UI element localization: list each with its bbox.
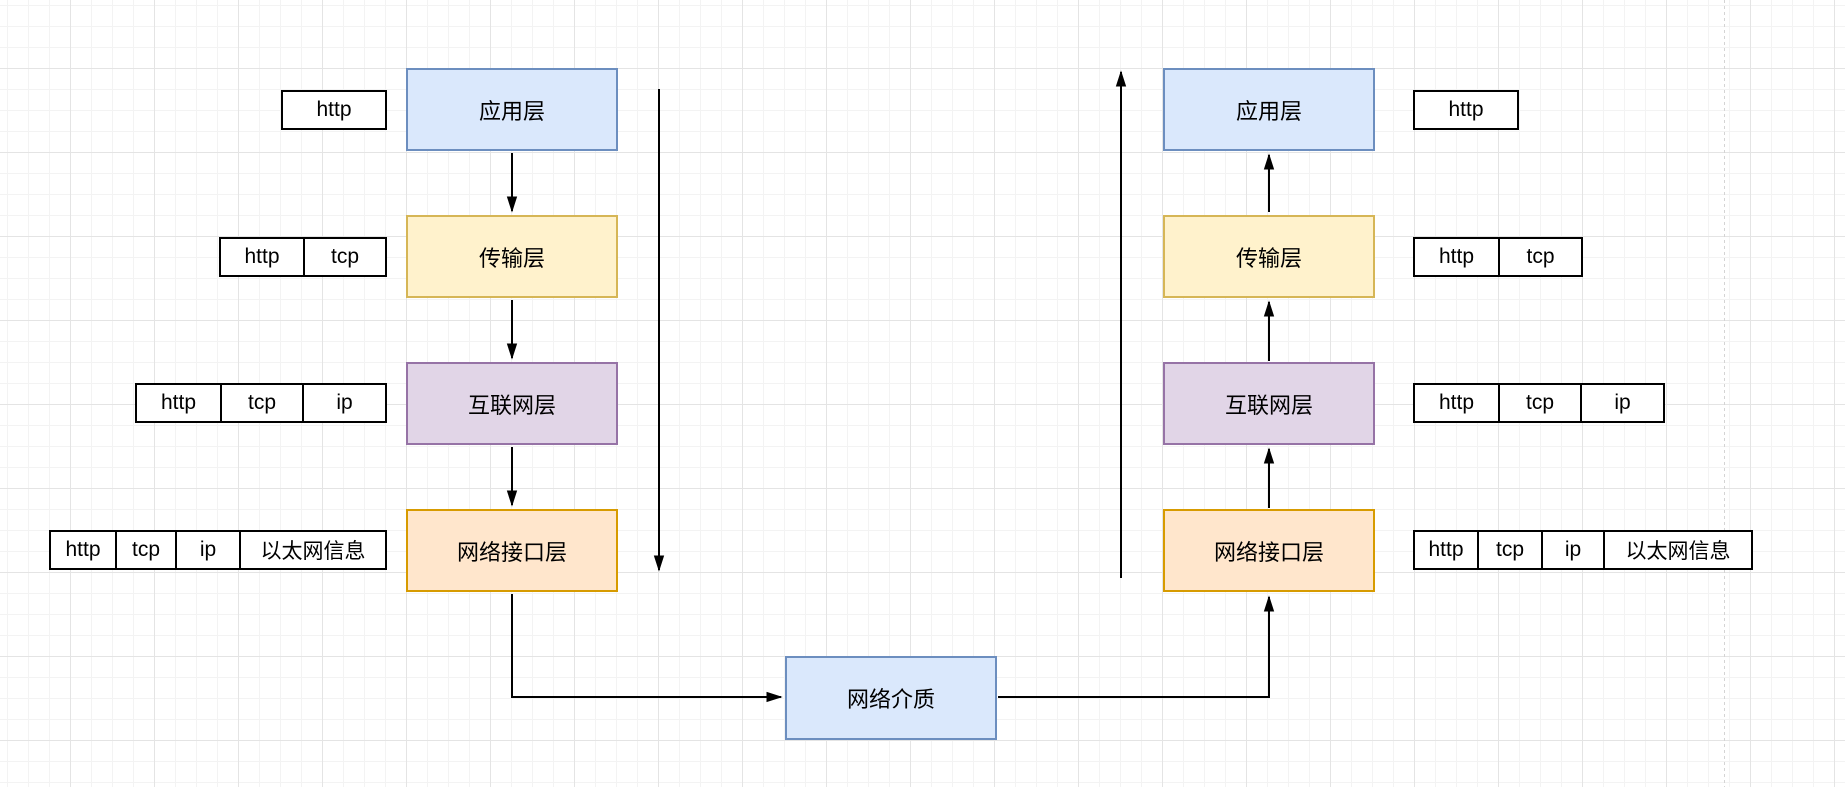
packet-cell-tcp: tcp [1477, 532, 1541, 568]
packet-left-internet[interactable]: http tcp ip [135, 383, 387, 423]
packet-cell-tcp: tcp [1498, 385, 1580, 421]
packet-cell-http: http [1438, 245, 1475, 268]
packet-cell-http: http [244, 245, 280, 268]
node-label: 应用层 [1235, 98, 1302, 124]
packet-cell-ethernet-info: 以太网信息 [239, 532, 385, 568]
packet-right-application[interactable]: http [1413, 90, 1519, 130]
packet-cell-ethernet-info: 以太网信息 [1603, 532, 1751, 568]
packet-cell-http: http [160, 391, 197, 414]
connector-medium-to-right-nic[interactable] [998, 595, 1275, 698]
node-right-network-interface-layer[interactable]: 网络接口层 [1163, 509, 1375, 592]
node-right-application-layer[interactable]: 应用层 [1163, 68, 1375, 151]
packet-left-transport[interactable]: http tcp [219, 237, 387, 277]
packet-cell-ip: ip [175, 532, 239, 568]
packet-left-network-interface[interactable]: http tcp ip 以太网信息 [49, 530, 387, 570]
node-label: 应用层 [478, 98, 545, 124]
packet-cell-http: http [65, 538, 101, 561]
node-left-application-layer[interactable]: 应用层 [406, 68, 618, 151]
packet-cell-tcp: tcp [1498, 239, 1581, 275]
packet-right-network-interface[interactable]: http tcp ip 以太网信息 [1413, 530, 1753, 570]
packet-cell-http: http [1438, 391, 1475, 414]
packet-cell-http: http [1428, 538, 1464, 561]
node-label: 传输层 [478, 245, 545, 271]
node-label: 网络接口层 [456, 539, 567, 565]
packet-left-application[interactable]: http [281, 90, 387, 130]
packet-cell-http: http [316, 98, 352, 121]
packet-cell-http: http [1448, 98, 1484, 121]
packet-cell-tcp: tcp [115, 532, 175, 568]
node-label: 网络接口层 [1213, 539, 1324, 565]
packet-cell-ip: ip [302, 385, 385, 421]
packet-cell-ip: ip [1580, 385, 1663, 421]
node-right-internet-layer[interactable]: 互联网层 [1163, 362, 1375, 445]
packet-cell-tcp: tcp [303, 239, 385, 275]
node-network-medium[interactable]: 网络介质 [785, 656, 997, 740]
node-left-transport-layer[interactable]: 传输层 [406, 215, 618, 298]
packet-right-internet[interactable]: http tcp ip [1413, 383, 1665, 423]
connector-left-nic-to-medium[interactable] [511, 594, 783, 703]
node-left-network-interface-layer[interactable]: 网络接口层 [406, 509, 618, 592]
node-label: 互联网层 [467, 392, 556, 418]
packet-right-transport[interactable]: http tcp [1413, 237, 1583, 277]
node-label: 互联网层 [1224, 392, 1313, 418]
packet-cell-tcp: tcp [220, 385, 302, 421]
node-label: 传输层 [1235, 245, 1302, 271]
packet-cell-ip: ip [1541, 532, 1603, 568]
node-label: 网络介质 [846, 687, 935, 712]
node-left-internet-layer[interactable]: 互联网层 [406, 362, 618, 445]
node-right-transport-layer[interactable]: 传输层 [1163, 215, 1375, 298]
